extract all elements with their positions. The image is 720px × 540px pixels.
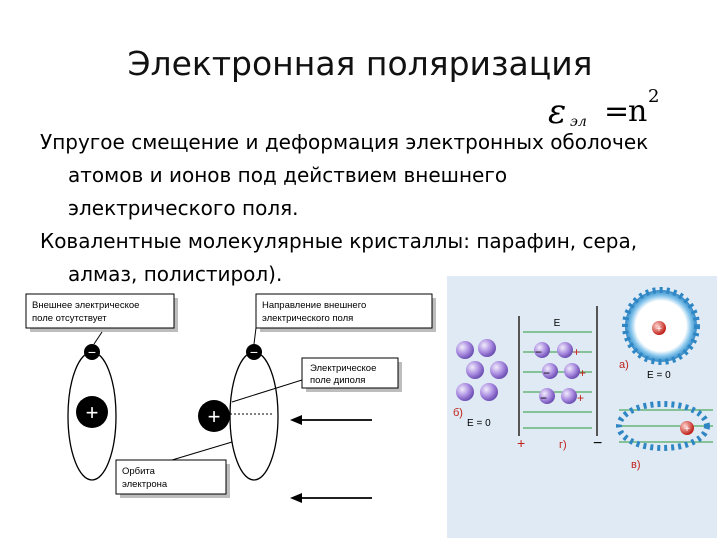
polarization-illustration: E − + − + − + + − г) б) E = 0 + а) E = 0… — [447, 276, 717, 538]
nucleus-left-plus: + — [86, 400, 99, 425]
label-no-field-line2: поле отсутствует — [32, 313, 107, 324]
dipole-minus-3: − — [540, 391, 547, 405]
label-b: б) — [453, 407, 463, 419]
label-field-direction-line1: Направление внешнего — [262, 300, 366, 311]
field-arrow-1 — [290, 415, 372, 425]
label-no-field-line1: Внешнее электрическое — [32, 300, 139, 311]
electron-right-minus: − — [250, 344, 258, 360]
paragraph-examples: Ковалентные молекулярные кристаллы: пара… — [40, 229, 638, 286]
formula-n: n — [628, 94, 648, 129]
atom-a-electrons — [622, 287, 700, 365]
nucleus-left — [76, 396, 108, 428]
electron-left-minus: − — [88, 344, 96, 360]
label-dipole-line2: поле диполя — [310, 375, 365, 386]
slide-title: Электронная поляризация — [127, 44, 593, 83]
dipole-plus-1: + — [573, 345, 580, 359]
label-orbit-line2: электрона — [122, 479, 168, 490]
field-label-e: E — [554, 318, 561, 329]
zero-field-a: E = 0 — [647, 370, 671, 381]
dipole-minus-2: − — [543, 366, 550, 380]
atoms-no-field — [456, 339, 508, 401]
label-field-direction-line2: электрического поля — [262, 313, 353, 324]
label-v: в) — [631, 459, 641, 471]
plate-minus: − — [593, 435, 602, 452]
label-dipole-line1: Электрическое — [310, 363, 376, 374]
dipole-minus-1: − — [535, 345, 542, 359]
dipoles — [534, 342, 580, 404]
label-box-field-direction: Направление внешнего электрического поля — [255, 293, 436, 332]
atom-a-plus: + — [656, 324, 662, 335]
atom-v-nucleus — [680, 421, 694, 435]
electron-right — [246, 344, 262, 360]
atom-v-electrons — [616, 401, 710, 451]
paragraph-definition: Упругое смещение и деформация электронны… — [40, 130, 649, 220]
atom-a-nucleus — [652, 321, 666, 335]
orbit-polarized — [229, 351, 279, 481]
orbit-diagram: Внешнее электрическое поле отсутствует Н… — [25, 293, 436, 503]
nucleus-right-plus: + — [208, 404, 221, 429]
formula-epsilon: ε — [548, 92, 567, 132]
label-g: г) — [559, 439, 567, 451]
formula-subscript: эл — [570, 114, 587, 130]
label-a: а) — [619, 359, 629, 371]
electron-left — [84, 344, 100, 360]
permittivity-formula: ε эл = n 2 — [548, 86, 668, 132]
zero-field-b: E = 0 — [467, 418, 491, 429]
slide-body: Упругое смещение и деформация электронны… — [40, 126, 680, 291]
field-lines-v — [619, 409, 713, 443]
formula-power: 2 — [648, 86, 660, 107]
plate-plus: + — [517, 435, 525, 451]
dipole-plus-2: + — [579, 366, 586, 380]
dipole-plus-3: + — [577, 391, 584, 405]
atom-v-plus: + — [684, 424, 690, 435]
label-box-orbit: Орбита электрона — [115, 459, 230, 498]
field-arrow-2 — [290, 493, 372, 503]
label-box-no-field: Внешнее электрическое поле отсутствует — [25, 293, 178, 332]
label-box-dipole-field: Электрическое поле диполя — [301, 357, 402, 392]
label-orbit-line1: Орбита — [122, 466, 156, 477]
formula-equals: = — [604, 94, 630, 129]
nucleus-right — [198, 400, 230, 432]
